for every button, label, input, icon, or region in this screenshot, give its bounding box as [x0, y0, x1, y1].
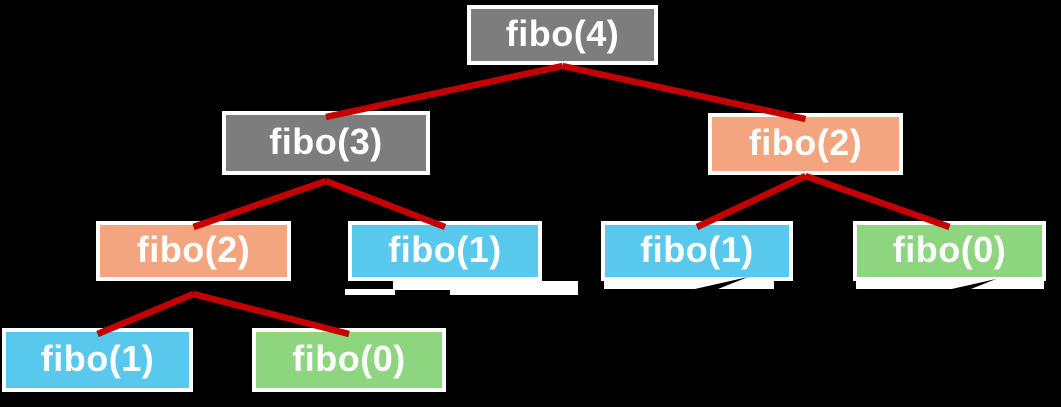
- node-label: fibo(3): [269, 121, 383, 162]
- tree-node-n3: fibo(3): [222, 111, 430, 175]
- node-label: fibo(2): [136, 229, 251, 270]
- node-label: fibo(2): [748, 122, 863, 163]
- node-label: fibo(4): [505, 13, 620, 54]
- node-label: fibo(1): [40, 338, 155, 379]
- tree-node-n1c: fibo(1): [2, 328, 193, 392]
- tree-node-n1a: fibo(1): [348, 221, 542, 281]
- tree-node-n0a: fibo(0): [853, 221, 1046, 281]
- tree-node-n0b: fibo(0): [252, 328, 446, 392]
- node-label: fibo(1): [640, 229, 754, 270]
- artifact-black-smudge-2: [395, 290, 450, 295]
- artifact-black-smudge-1: [345, 281, 393, 289]
- tree-node-n1b: fibo(1): [601, 221, 793, 281]
- tree-node-n2l: fibo(2): [96, 221, 291, 281]
- node-label: fibo(1): [388, 229, 502, 270]
- tree-node-n4: fibo(4): [467, 5, 658, 65]
- node-label: fibo(0): [292, 338, 406, 379]
- tree-node-n2r: fibo(2): [708, 113, 903, 175]
- node-label: fibo(0): [892, 229, 1007, 270]
